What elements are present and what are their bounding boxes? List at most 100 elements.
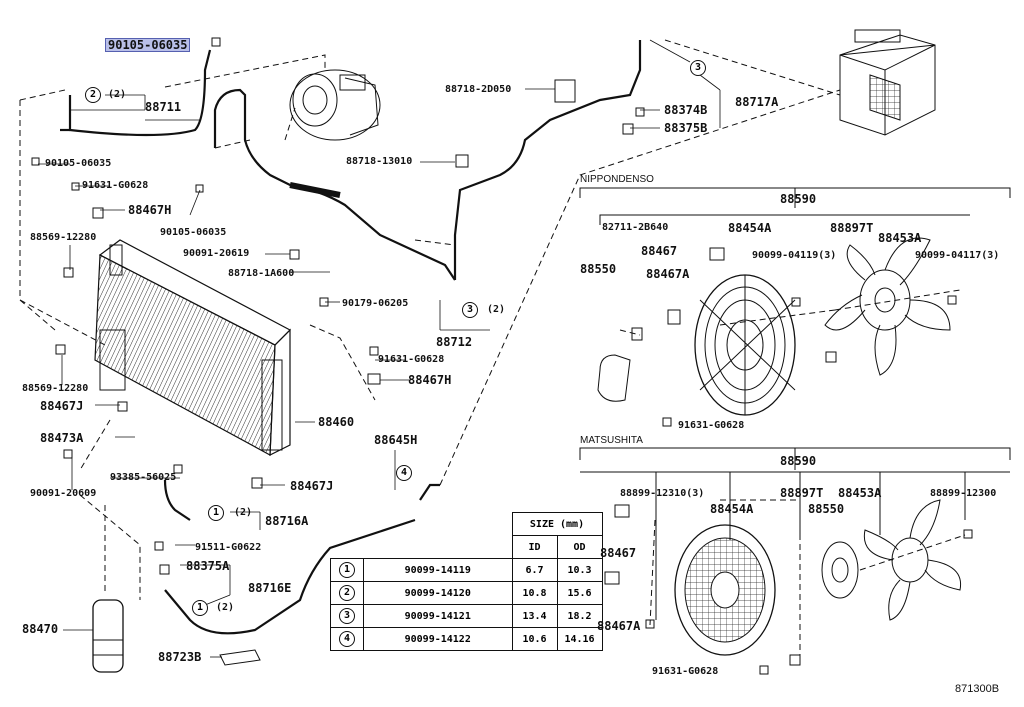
part-label-88590[interactable]: 88590	[780, 192, 817, 206]
part-label-88716E[interactable]: 88716E	[248, 581, 292, 595]
part-label-88645H[interactable]: 88645H	[374, 433, 418, 447]
nippondenso-fan	[597, 237, 951, 416]
part-label-88467J[interactable]: 88467J	[290, 479, 334, 493]
part-label-88550[interactable]: 88550	[580, 262, 617, 276]
size-table-col-od: OD	[556, 535, 603, 559]
section-matsushita: MATSUSHITA	[580, 435, 643, 446]
part-label-91511-G0622[interactable]: 91511-G0622	[195, 542, 262, 553]
part-label-88899-12300[interactable]: 88899-12300	[930, 488, 997, 499]
part-label-88569-12280[interactable]: 88569-12280	[30, 232, 97, 243]
evaporator-illustration	[839, 29, 936, 136]
ref-qty: (2)	[216, 602, 235, 613]
part-label-88375B[interactable]: 88375B	[664, 121, 708, 135]
part-label-88467H[interactable]: 88467H	[128, 203, 172, 217]
ref-circle-1: 1	[192, 600, 208, 616]
part-label-88718-13010[interactable]: 88718-13010	[346, 156, 413, 167]
size-part-number[interactable]: 90099-14119	[363, 558, 513, 582]
part-label-88454A[interactable]: 88454A	[728, 221, 772, 235]
part-label-88467[interactable]: 88467	[641, 244, 678, 258]
hose-size-table: SIZE (mm) ID OD 1 90099-14119 6.7 10.3 2…	[330, 512, 603, 651]
ref-circle-2: 2	[85, 87, 101, 103]
ref-circle-3: 3	[462, 302, 478, 318]
part-label-90099-04117[interactable]: 90099-04117(3)	[915, 250, 1000, 261]
diagram-id: 871300B	[955, 683, 1000, 695]
pipes	[60, 40, 642, 635]
part-label-88467H[interactable]: 88467H	[408, 373, 452, 387]
part-label-82711-2B640[interactable]: 82711-2B640	[602, 222, 669, 233]
pad-88723B	[219, 649, 261, 666]
ref-circle-1: 1	[208, 505, 224, 521]
ref-circle-3: 3	[339, 608, 355, 624]
ref-circle-4: 4	[396, 465, 412, 481]
ref-circle-4: 4	[339, 631, 355, 647]
size-od: 14.16	[556, 627, 603, 651]
size-table-col-id: ID	[511, 535, 558, 559]
part-label-88711[interactable]: 88711	[145, 100, 182, 114]
size-od: 10.3	[556, 558, 603, 582]
condenser-88460	[94, 239, 291, 456]
size-table-title: SIZE (mm)	[511, 512, 603, 536]
part-label-88716A[interactable]: 88716A	[265, 514, 309, 528]
part-label-88467A[interactable]: 88467A	[597, 619, 641, 633]
ref-circle-2: 2	[339, 585, 355, 601]
ref-circle-3: 3	[690, 60, 706, 76]
part-label-88897T[interactable]: 88897T	[780, 486, 824, 500]
size-id: 13.4	[511, 604, 558, 628]
size-table-row: 2 90099-14120 10.8 15.6	[330, 581, 603, 605]
ref-circle-1: 1	[339, 562, 355, 578]
size-id: 10.6	[511, 627, 558, 651]
part-label-88723B[interactable]: 88723B	[158, 650, 202, 664]
size-table-row: 4 90099-14122 10.6 14.16	[330, 627, 603, 651]
part-label-88569-12280[interactable]: 88569-12280	[22, 383, 89, 394]
part-label-90105-06035[interactable]: 90105-06035	[45, 158, 112, 169]
part-label-88712[interactable]: 88712	[436, 335, 473, 349]
part-label-88460[interactable]: 88460	[318, 415, 355, 429]
part-label-88375A[interactable]: 88375A	[186, 559, 230, 573]
size-od: 15.6	[556, 581, 603, 605]
part-label-90099-04119[interactable]: 90099-04119(3)	[752, 250, 837, 261]
part-label-88467J[interactable]: 88467J	[40, 399, 84, 413]
part-label-88470[interactable]: 88470	[22, 622, 59, 636]
part-label-88717A[interactable]: 88717A	[735, 95, 779, 109]
part-label-88467A[interactable]: 88467A	[646, 267, 690, 281]
size-part-number[interactable]: 90099-14121	[363, 604, 513, 628]
part-label-88467[interactable]: 88467	[600, 546, 637, 560]
size-table-row: 3 90099-14121 13.4 18.2	[330, 604, 603, 628]
dashed-callout-lines	[19, 39, 966, 660]
part-label-88453A[interactable]: 88453A	[838, 486, 882, 500]
size-part-number[interactable]: 90099-14122	[363, 627, 513, 651]
part-label-90105-06035[interactable]: 90105-06035	[160, 227, 227, 238]
size-table-row: 1 90099-14119 6.7 10.3	[330, 558, 603, 582]
part-label-88718-2D050[interactable]: 88718-2D050	[445, 84, 512, 95]
part-label-88473A[interactable]: 88473A	[40, 431, 84, 445]
matsushita-fan	[674, 499, 962, 656]
compressor-illustration	[289, 69, 381, 141]
part-label-91631-G0628[interactable]: 91631-G0628	[378, 354, 445, 365]
part-label-88897T[interactable]: 88897T	[830, 221, 874, 235]
part-label-88453A[interactable]: 88453A	[878, 231, 922, 245]
part-label-90091-20609[interactable]: 90091-20609	[30, 488, 97, 499]
part-label-90179-06205[interactable]: 90179-06205	[342, 298, 409, 309]
part-label-88454A[interactable]: 88454A	[710, 502, 754, 516]
leader-lines	[38, 39, 721, 658]
section-brackets	[579, 187, 1011, 620]
ref-qty: (2)	[108, 89, 127, 100]
size-part-number[interactable]: 90099-14120	[363, 581, 513, 605]
highlighted-part-label[interactable]: 90105-06035	[105, 38, 191, 52]
part-label-93385-56025[interactable]: 93385-56025	[110, 472, 177, 483]
part-label-88590[interactable]: 88590	[780, 454, 817, 468]
part-label-88550[interactable]: 88550	[808, 502, 845, 516]
part-label-88899-12310[interactable]: 88899-12310(3)	[620, 488, 705, 499]
part-label-88374B[interactable]: 88374B	[664, 103, 708, 117]
ref-qty: (2)	[234, 507, 253, 518]
part-label-91631-G0628[interactable]: 91631-G0628	[678, 420, 745, 431]
part-label-90091-20619[interactable]: 90091-20619	[183, 248, 250, 259]
fasteners	[31, 37, 973, 675]
size-id: 10.8	[511, 581, 558, 605]
part-label-91631-G0628[interactable]: 91631-G0628	[652, 666, 719, 677]
size-id: 6.7	[511, 558, 558, 582]
part-label-88718-1A600[interactable]: 88718-1A600	[228, 268, 295, 279]
ref-qty: (2)	[487, 304, 506, 315]
part-label-91631-G0628[interactable]: 91631-G0628	[82, 180, 149, 191]
